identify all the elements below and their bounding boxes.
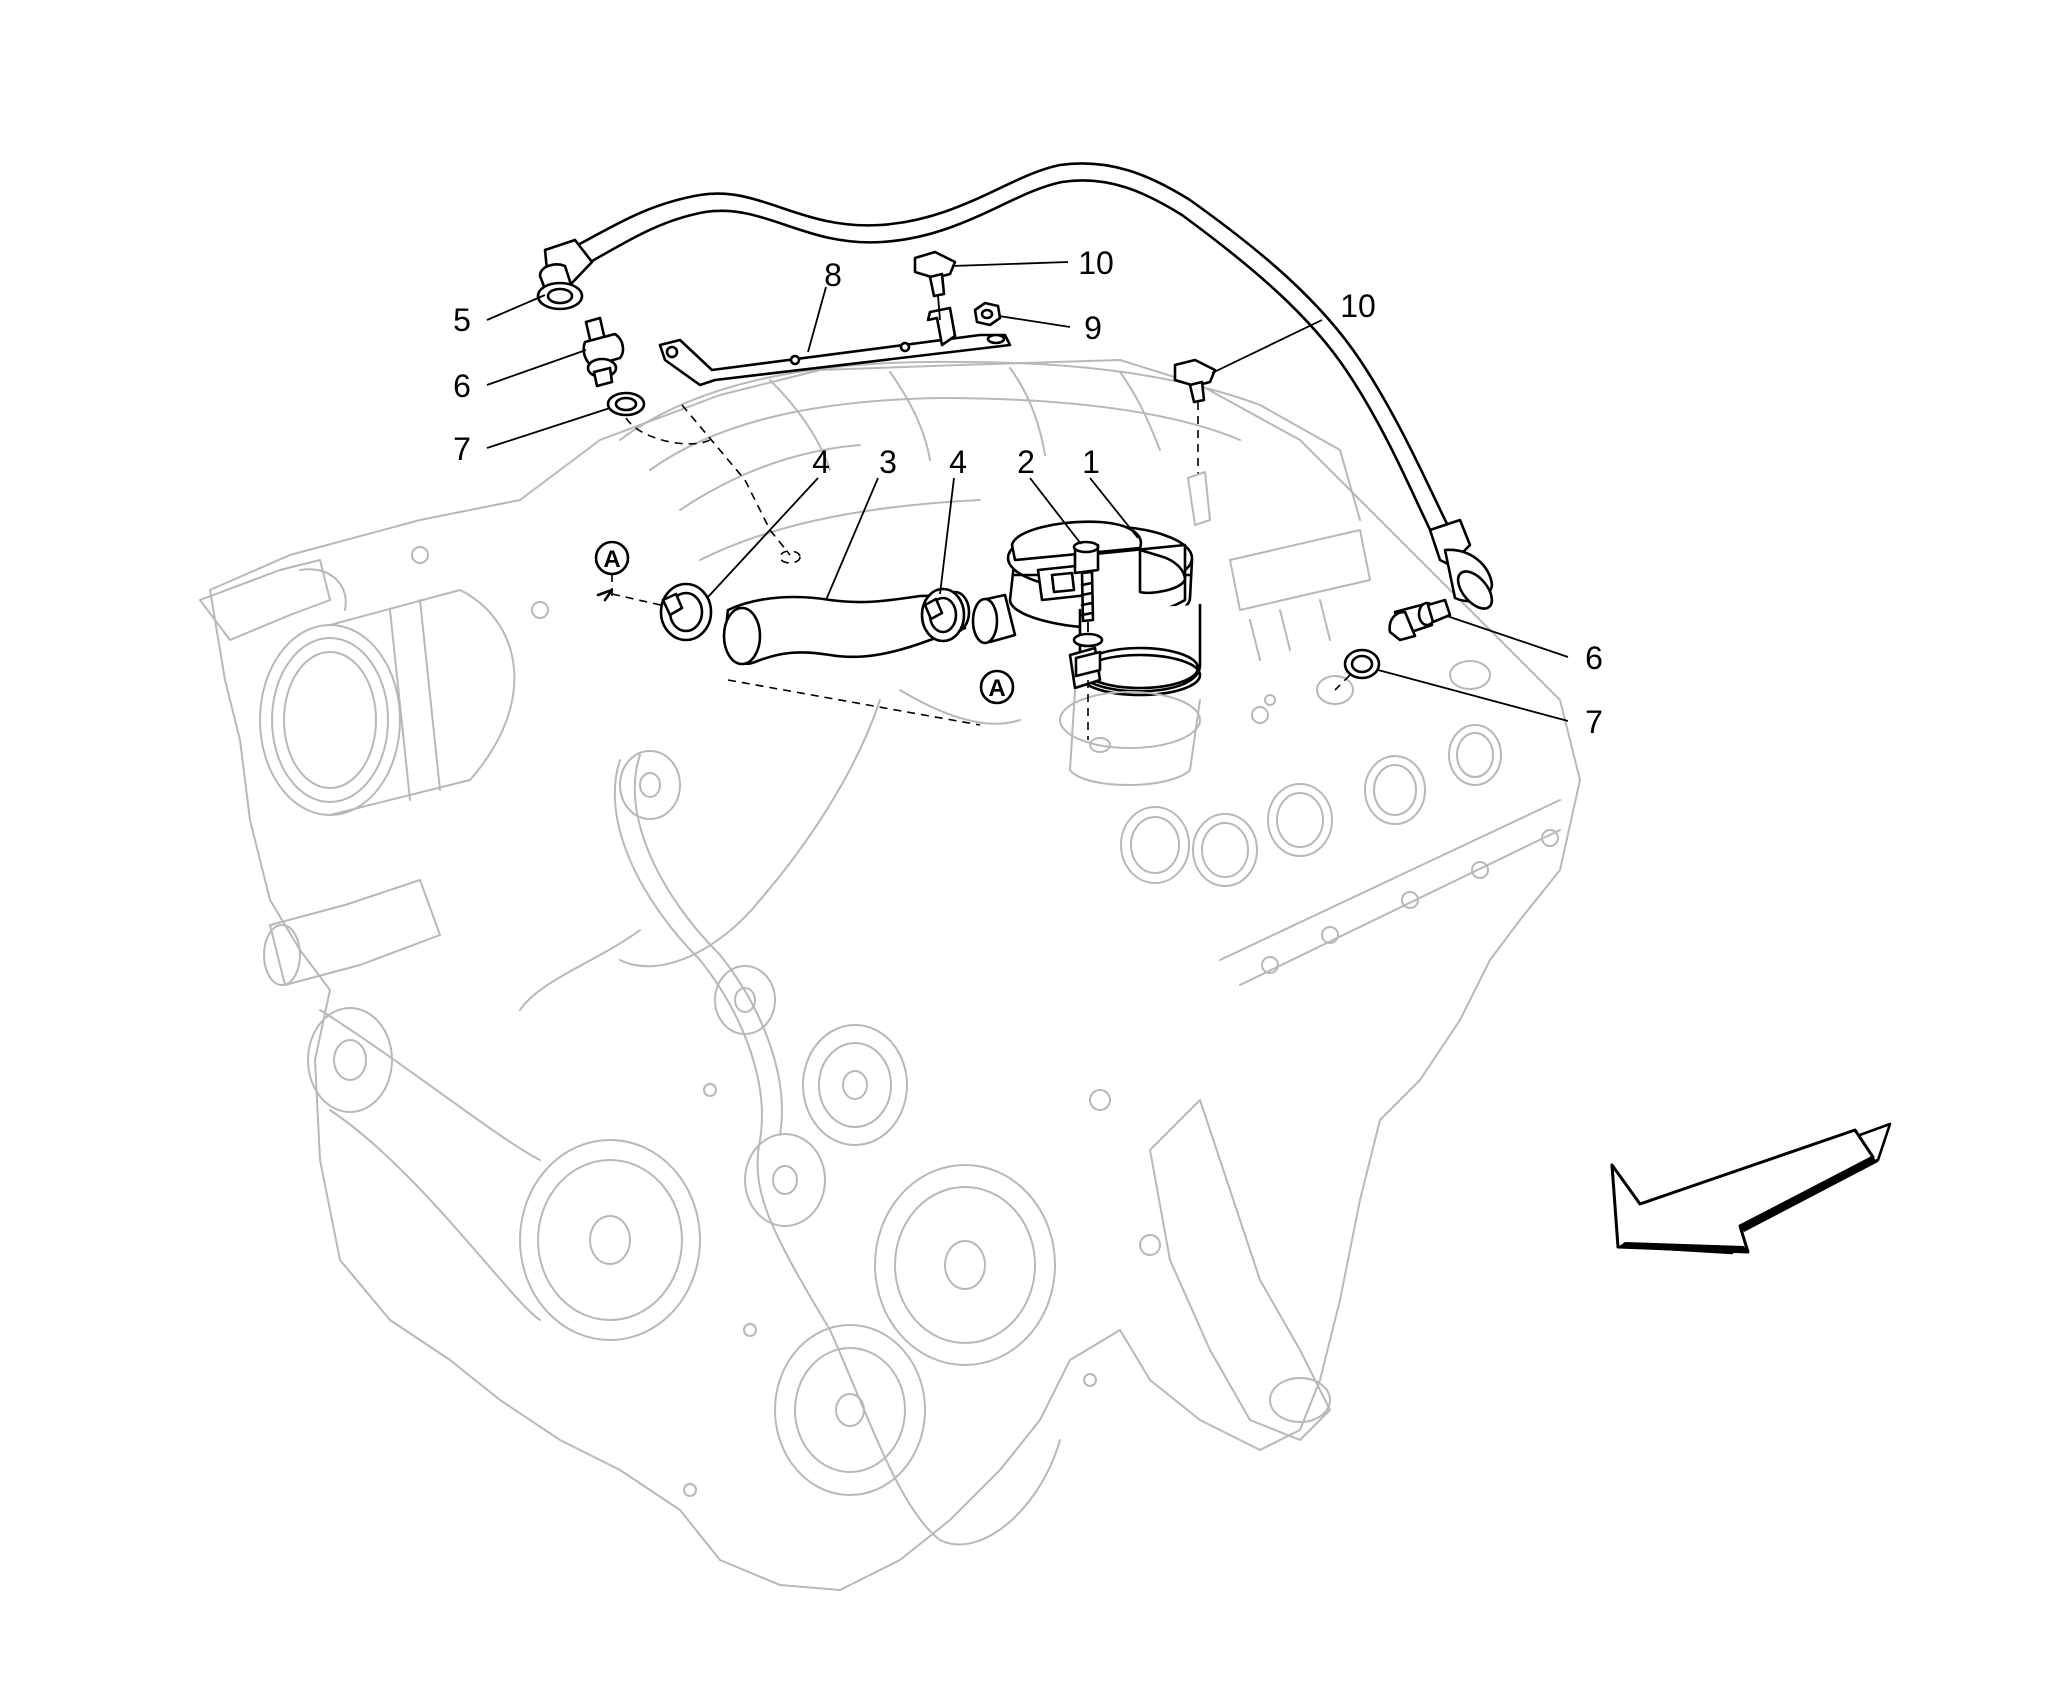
front-direction-arrow-icon: [1610, 1122, 1892, 1255]
hose-connector-upper: [582, 316, 625, 388]
o-ring-lower: [1343, 648, 1381, 680]
callout-2: 2: [1017, 444, 1035, 480]
reference-label-a-right: A: [988, 675, 1005, 702]
callout-3: 3: [879, 444, 897, 480]
callout-5: 5: [453, 302, 471, 338]
leader-lines: [486, 261, 1569, 722]
support-bracket: [658, 306, 1012, 387]
callout-1: 1: [1082, 444, 1100, 480]
callout-6-upper: 6: [453, 368, 471, 404]
throttle-body: [259, 589, 516, 816]
hose-clamp-right: [920, 587, 966, 643]
engine-block-background: [199, 359, 1581, 1591]
o-ring-upper: [606, 391, 646, 417]
exhaust-ports: [1120, 724, 1502, 887]
callout-4-left: 4: [812, 444, 830, 480]
callout-4-right: 4: [949, 444, 967, 480]
callout-8: 8: [824, 257, 842, 293]
hose-connector-lower: [1388, 598, 1452, 642]
hose-spigot: [971, 593, 1017, 645]
clip-upper: [913, 250, 957, 321]
callout-10-lower: 10: [1340, 288, 1376, 324]
breather-hose: [536, 162, 1494, 610]
callout-10-upper: 10: [1078, 245, 1114, 281]
callout-numbers: 5 6 7 8 9 10 10 4 3 4 2 1 6 7: [453, 245, 1603, 740]
reference-marker-a-left: A: [594, 540, 666, 607]
hose-clamp-left: [659, 582, 713, 642]
callout-7-lower: 7: [1585, 704, 1603, 740]
nut: [973, 301, 1002, 327]
callout-9: 9: [1084, 310, 1102, 346]
bolt: [1072, 540, 1104, 740]
callout-7-upper: 7: [453, 431, 471, 467]
reference-marker-a-right: A: [727, 669, 1015, 726]
clip-lower: [1173, 358, 1217, 526]
oil-separator: [1006, 520, 1202, 786]
callout-6-lower: 6: [1585, 640, 1603, 676]
reference-label-a-left: A: [603, 546, 620, 573]
accessory-drive: [307, 750, 1061, 1546]
